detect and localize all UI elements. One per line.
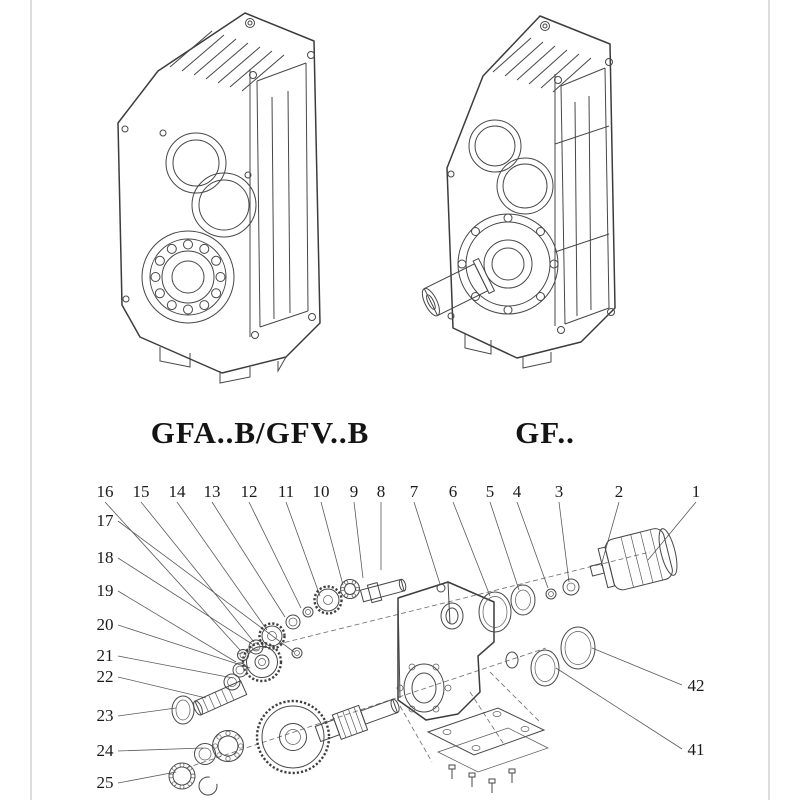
- photo-edge-right: [768, 0, 770, 800]
- callout-11: 11: [278, 482, 294, 501]
- leader-lines-right: [555, 647, 683, 750]
- gfab-top-ribs: [169, 18, 285, 92]
- assembly-axis-lines: [185, 551, 651, 769]
- gearbox-drawing-gf: [405, 8, 705, 398]
- callout-20: 20: [97, 615, 114, 634]
- gfab-front-bores: [159, 129, 257, 238]
- gf-housing-outline: [446, 15, 616, 359]
- output-bearing-small: [168, 762, 196, 790]
- snap-ring: [198, 776, 218, 796]
- output-gear-set: [168, 698, 400, 796]
- model-label-gf: GF..: [515, 415, 575, 450]
- gfab-output-bearing: [141, 230, 235, 324]
- callout-7: 7: [410, 482, 419, 501]
- model-label-gfab: GFA..B/GFV..B: [150, 415, 370, 450]
- intermediate-gear: [241, 641, 283, 683]
- callout-4: 4: [513, 482, 522, 501]
- gearbox-drawing-gfab: [100, 5, 400, 405]
- callout-2: 2: [615, 482, 624, 501]
- mounting-plate: [426, 707, 549, 773]
- input-shaft-parts: [237, 578, 446, 661]
- callout-17: 17: [97, 511, 115, 530]
- callout-9: 9: [350, 482, 359, 501]
- mounting-bolts: [448, 764, 516, 793]
- input-covers-seals: [478, 578, 580, 633]
- splined-shaft: [193, 680, 248, 716]
- gfab-base-feet: [121, 125, 287, 384]
- callout-14: 14: [169, 482, 187, 501]
- gear-housing: [396, 581, 495, 721]
- input-shaft: [359, 578, 407, 604]
- callouts-top-row: 16 15 14 13 12 11 10 9 8 7 6 5 4 3 2 1: [97, 482, 701, 501]
- exploded-view-svg: 16 15 14 13 12 11 10 9 8 7 6 5 4 3 2 1 1…: [97, 482, 705, 796]
- callout-22: 22: [97, 667, 114, 686]
- callout-8: 8: [377, 482, 386, 501]
- leader-lines-left: [117, 520, 295, 784]
- callout-24: 24: [97, 741, 115, 760]
- callout-15: 15: [133, 482, 150, 501]
- gfab-housing-outline: [117, 12, 321, 374]
- callout-5: 5: [486, 482, 495, 501]
- output-gear: [255, 699, 331, 775]
- gf-side-panel: [554, 58, 615, 334]
- output-covers-seals: [505, 626, 596, 687]
- intermediate-gear-set: [171, 641, 303, 725]
- callout-19: 19: [97, 581, 114, 600]
- callout-6: 6: [449, 482, 458, 501]
- exploded-view: 16 15 14 13 12 11 10 9 8 7 6 5 4 3 2 1 1…: [0, 460, 800, 800]
- gearbox-gfab-svg: [117, 12, 321, 384]
- callout-16: 16: [97, 482, 114, 501]
- photo-edge-left: [30, 0, 32, 800]
- callout-18: 18: [97, 548, 114, 567]
- callout-25: 25: [97, 773, 114, 792]
- callouts-left-column: 17 18 19 20 21 22 23 24 25: [97, 511, 115, 792]
- callout-41: 41: [688, 740, 705, 759]
- callout-12: 12: [241, 482, 258, 501]
- gf-output-flange: [457, 213, 559, 315]
- output-bearing: [212, 730, 244, 762]
- callout-42: 42: [688, 676, 705, 695]
- callout-10: 10: [313, 482, 330, 501]
- callout-3: 3: [555, 482, 564, 501]
- gfab-side-panel: [249, 51, 316, 339]
- input-gear-large: [313, 585, 343, 615]
- callout-23: 23: [97, 706, 114, 725]
- callout-1: 1: [692, 482, 701, 501]
- gf-top-ribs: [492, 21, 592, 93]
- input-gear-small: [258, 622, 286, 650]
- output-shaft: [314, 698, 400, 743]
- input-bearing: [340, 579, 360, 599]
- callout-21: 21: [97, 646, 114, 665]
- callouts-right-column: 42 41: [688, 676, 705, 759]
- gf-output-shaft: [421, 257, 496, 317]
- gf-base-feet: [464, 334, 552, 369]
- motor: [589, 528, 678, 591]
- leader-lines-top: [104, 501, 697, 651]
- gf-front-bores: [447, 119, 554, 320]
- gearbox-gf-svg: [421, 15, 616, 369]
- callout-13: 13: [204, 482, 221, 501]
